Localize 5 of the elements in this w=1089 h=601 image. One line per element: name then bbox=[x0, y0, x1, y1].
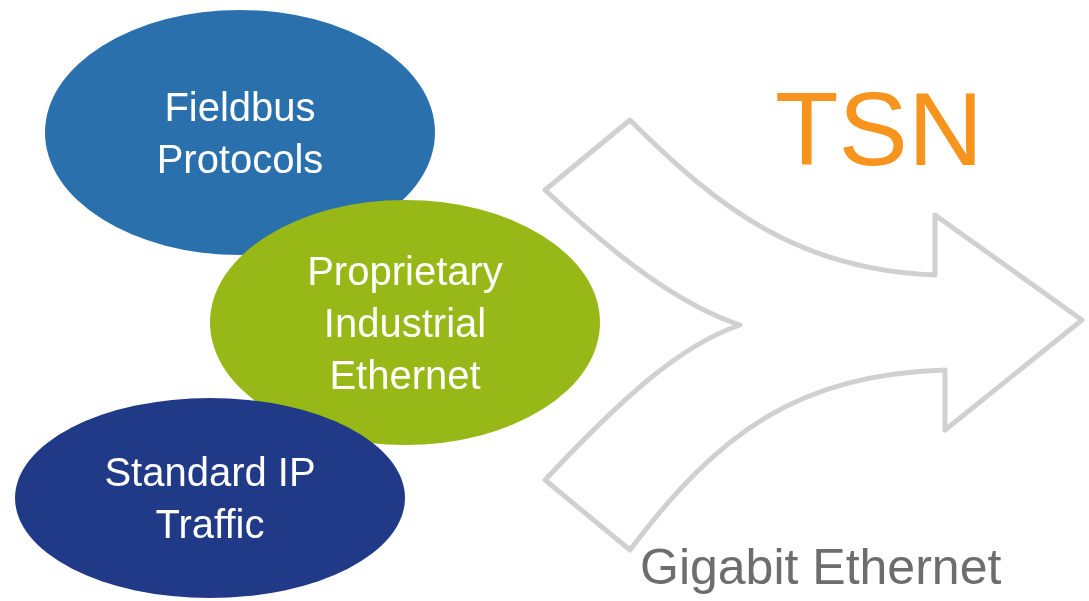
base-label: Gigabit Ethernet bbox=[640, 540, 1002, 595]
node-label: Proprietary Industrial Ethernet bbox=[306, 247, 504, 399]
title-label: TSN bbox=[775, 72, 983, 187]
node-label: Standard IP Traffic bbox=[103, 449, 317, 548]
node-label: Fieldbus Protocols bbox=[155, 83, 325, 183]
